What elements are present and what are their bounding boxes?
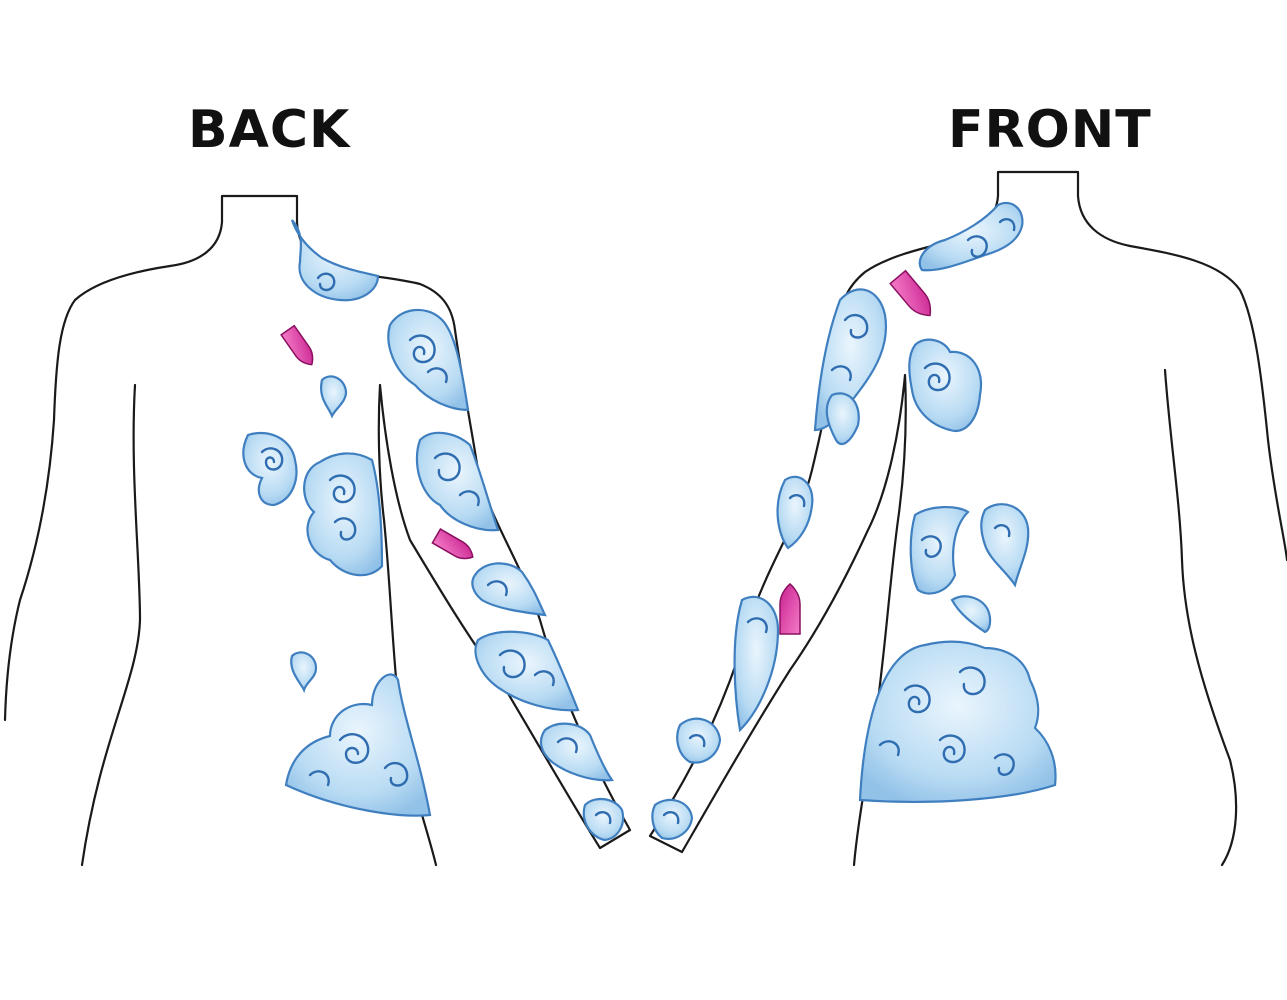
- bullet-icon: [280, 324, 314, 366]
- cloud-swirl-icon: [471, 562, 547, 617]
- cloud-swirl-icon: [474, 630, 580, 712]
- cloud-swirl-icon: [733, 595, 780, 733]
- cloud-swirl-icon: [290, 651, 318, 694]
- cloud-swirl-icon: [651, 798, 694, 840]
- cloud-swirl-icon: [582, 797, 625, 842]
- cloud-swirl-icon: [290, 219, 380, 302]
- cloud-swirl-icon: [303, 452, 384, 577]
- cloud-swirl-icon: [825, 392, 860, 446]
- cloud-swirl-icon: [980, 503, 1030, 588]
- cloud-swirl-icon: [415, 431, 500, 532]
- bullet-icon: [431, 528, 474, 560]
- cloud-swirl-icon: [284, 673, 432, 817]
- back-cloud-tattoos: [242, 219, 625, 842]
- cloud-swirl-icon: [676, 717, 722, 764]
- front-cloud-tattoos: [651, 201, 1057, 840]
- back-figure: [3, 194, 632, 867]
- cloud-swirl-icon: [908, 338, 983, 433]
- cloud-swirl-icon: [776, 475, 814, 550]
- back-label: BACK: [188, 100, 351, 160]
- back-body-outline: [3, 194, 632, 867]
- cloud-swirl-icon: [320, 375, 348, 419]
- bullet-icon: [779, 583, 801, 635]
- cloud-swirl-icon: [858, 640, 1057, 803]
- front-label: FRONT: [948, 100, 1152, 160]
- bullet-icon: [889, 269, 932, 317]
- cloud-swirl-icon: [950, 595, 992, 634]
- bullet-tattoos: [280, 269, 932, 635]
